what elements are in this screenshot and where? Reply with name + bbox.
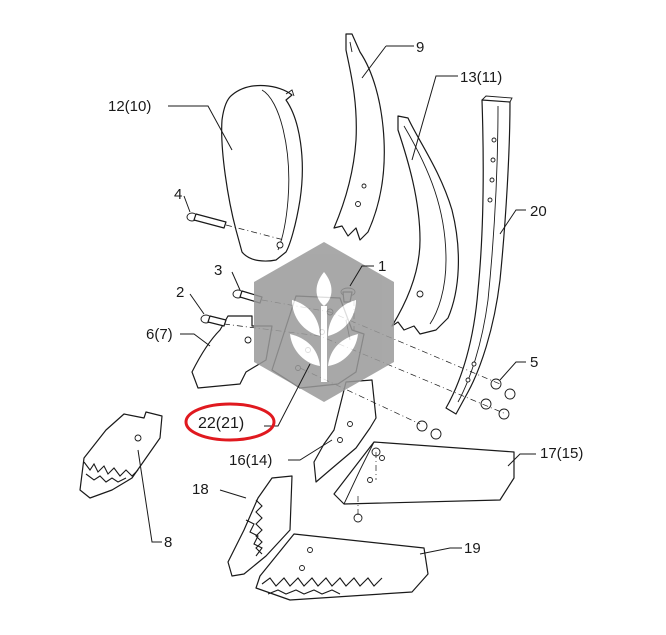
part-18-toothed-plate	[227, 475, 293, 577]
label-17-15: 17(15)	[540, 445, 583, 462]
part-12-moldboard-plate	[221, 84, 303, 262]
part-9-curved-strip	[333, 33, 385, 241]
label-5: 5	[530, 354, 538, 371]
label-18: 18	[192, 481, 209, 498]
label-19: 19	[464, 540, 481, 557]
part-20-shank	[445, 95, 513, 415]
leader-lines	[137, 45, 536, 555]
label-9: 9	[416, 39, 424, 56]
label-2: 2	[176, 284, 184, 301]
part-16-upright-plate	[313, 379, 377, 483]
label-12-10: 12(10)	[108, 98, 151, 115]
label-20: 20	[530, 203, 547, 220]
label-13-11: 13(11)	[460, 69, 502, 86]
label-3: 3	[214, 262, 222, 279]
highlight-ring	[184, 402, 276, 442]
part-labels: 9 13(11) 12(10) 4 20 3 1 2 6(7) 5 22(21)…	[108, 39, 583, 557]
bolt-4	[186, 212, 227, 229]
label-22-21: 22(21)	[198, 415, 244, 432]
label-1: 1	[378, 258, 386, 275]
part-19-toothed-blade	[255, 533, 429, 601]
part-13-curved-wing	[391, 115, 459, 335]
wheat-leaf-hexagon-icon	[254, 242, 394, 402]
part-6-small-plate	[191, 315, 273, 389]
bolt-2	[200, 314, 227, 327]
label-16-14: 16(14)	[229, 452, 272, 469]
part-8-toothed-tip	[79, 411, 163, 499]
label-8: 8	[164, 534, 172, 551]
label-6-7: 6(7)	[146, 326, 173, 343]
label-4: 4	[174, 186, 182, 203]
part-17-long-blade	[333, 441, 515, 505]
